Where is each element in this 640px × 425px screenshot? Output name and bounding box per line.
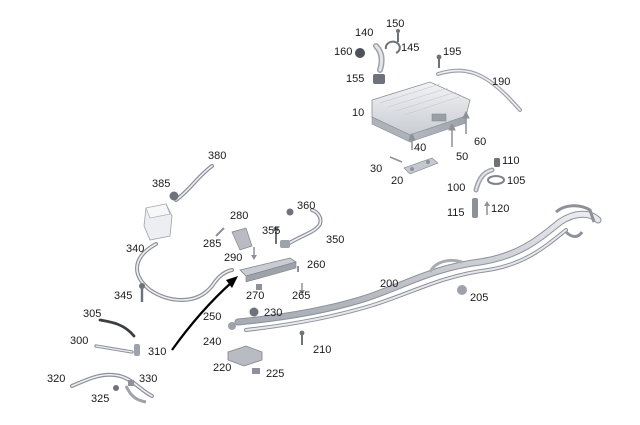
callout-205: 205 — [470, 292, 489, 304]
callout-60: 60 — [474, 136, 487, 148]
callout-225: 225 — [266, 368, 285, 380]
upper-hose-assembly — [355, 29, 401, 84]
callout-210: 210 — [313, 344, 332, 356]
callout-140: 140 — [355, 27, 374, 39]
callout-330: 330 — [139, 373, 158, 385]
callout-195: 195 — [443, 46, 462, 58]
bottom-left-pipe — [70, 372, 154, 404]
lower-bracket-parts — [227, 307, 305, 374]
callout-220: 220 — [213, 362, 232, 374]
pointer-arrow — [171, 276, 238, 351]
callout-320: 320 — [47, 373, 66, 385]
callout-325: 325 — [91, 393, 110, 405]
callout-285: 285 — [203, 238, 222, 250]
left-hose-assembly — [135, 208, 323, 302]
connector-module — [215, 227, 305, 295]
callout-340: 340 — [126, 243, 145, 255]
callout-30: 30 — [370, 163, 383, 175]
callout-145: 145 — [401, 42, 420, 54]
callout-150: 150 — [386, 18, 405, 30]
callout-105: 105 — [507, 175, 526, 187]
callout-270: 270 — [246, 290, 265, 302]
callout-200: 200 — [380, 278, 399, 290]
callout-230: 230 — [264, 307, 283, 319]
callout-155: 155 — [346, 73, 365, 85]
callout-280: 280 — [230, 210, 249, 222]
callout-120: 120 — [491, 203, 510, 215]
callout-305: 305 — [83, 308, 102, 320]
callout-100: 100 — [447, 182, 466, 194]
callout-160: 160 — [334, 46, 353, 58]
bolt-arrows-upper — [389, 110, 470, 163]
callout-300: 300 — [70, 335, 89, 347]
callout-10: 10 — [352, 107, 365, 119]
callout-240: 240 — [203, 336, 222, 348]
callout-190: 190 — [492, 76, 511, 88]
callout-310: 310 — [148, 346, 167, 358]
reservoir-assembly — [143, 164, 214, 241]
callout-350: 350 — [326, 234, 345, 246]
callout-115: 115 — [447, 207, 465, 219]
callout-265: 265 — [292, 290, 311, 302]
callout-355: 355 — [262, 225, 281, 237]
callout-385: 385 — [152, 178, 171, 190]
callout-250: 250 — [203, 311, 222, 323]
callout-290: 290 — [224, 252, 243, 264]
control-unit-box — [371, 81, 471, 143]
callout-345: 345 — [114, 290, 133, 302]
right-connector-parts — [472, 158, 505, 218]
upper-right-pipe — [436, 54, 522, 112]
callout-360: 360 — [297, 200, 316, 212]
callout-260: 260 — [307, 259, 326, 271]
lower-left-lines — [94, 318, 140, 356]
main-pipe-bundle — [234, 204, 602, 332]
callout-20: 20 — [391, 175, 404, 187]
callout-40: 40 — [414, 142, 427, 154]
callout-110: 110 — [502, 155, 520, 167]
callout-380: 380 — [208, 150, 227, 162]
bracket-part — [403, 157, 439, 175]
callout-50: 50 — [456, 151, 469, 163]
